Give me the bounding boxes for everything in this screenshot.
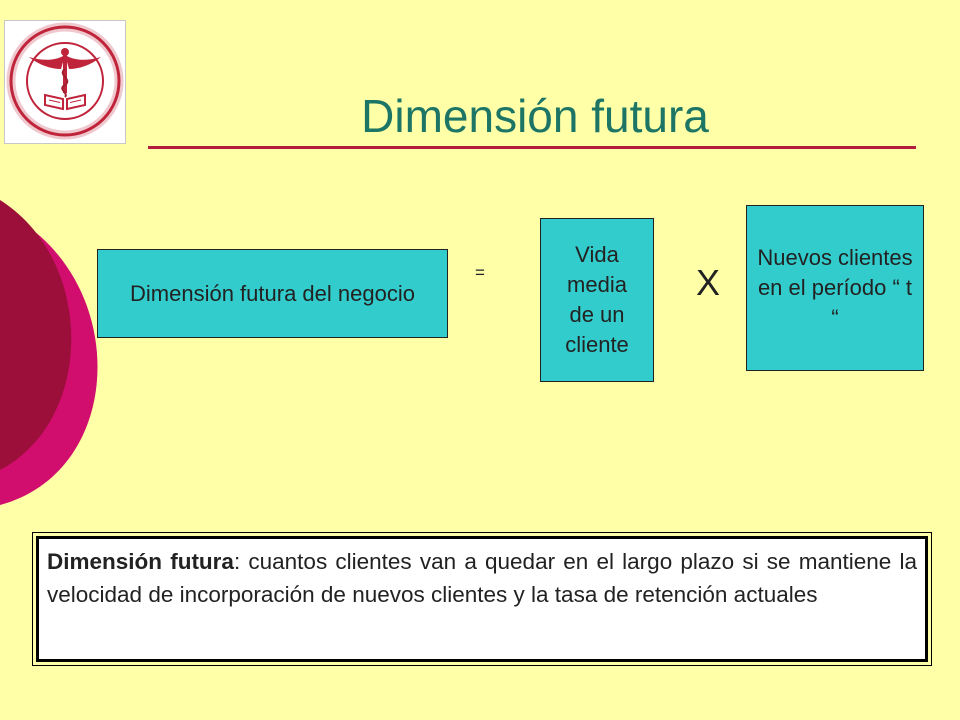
factor-label-nuevos-clientes: Nuevos clientes en el período “ t “: [757, 245, 913, 330]
factor-box-vida-media: Vida media de un cliente: [540, 218, 654, 382]
slide-title: Dimensión futura: [361, 90, 709, 142]
formula-left-label: Dimensión futura del negocio: [130, 280, 415, 306]
factor-box-nuevos-clientes: Nuevos clientes en el período “ t “: [746, 205, 924, 371]
equals-operator: =: [475, 263, 485, 282]
multiply-operator: X: [695, 262, 720, 303]
title-underline: [148, 146, 916, 149]
logo-seal-icon: [6, 22, 124, 140]
definition-box: Dimensión futura: cuantos clientes van a…: [36, 536, 928, 662]
factor-label-vida-media: Vida media de un cliente: [565, 242, 629, 357]
definition-term: Dimensión futura: [47, 549, 234, 574]
decorative-curves: [0, 200, 98, 505]
deco-curve-dark: [0, 200, 72, 470]
institution-logo: [4, 20, 126, 144]
definition-text: : cuantos clientes van a quedar en el la…: [47, 549, 918, 607]
definition-frame: [32, 532, 932, 666]
formula-left-box: Dimensión futura del negocio: [97, 249, 448, 338]
